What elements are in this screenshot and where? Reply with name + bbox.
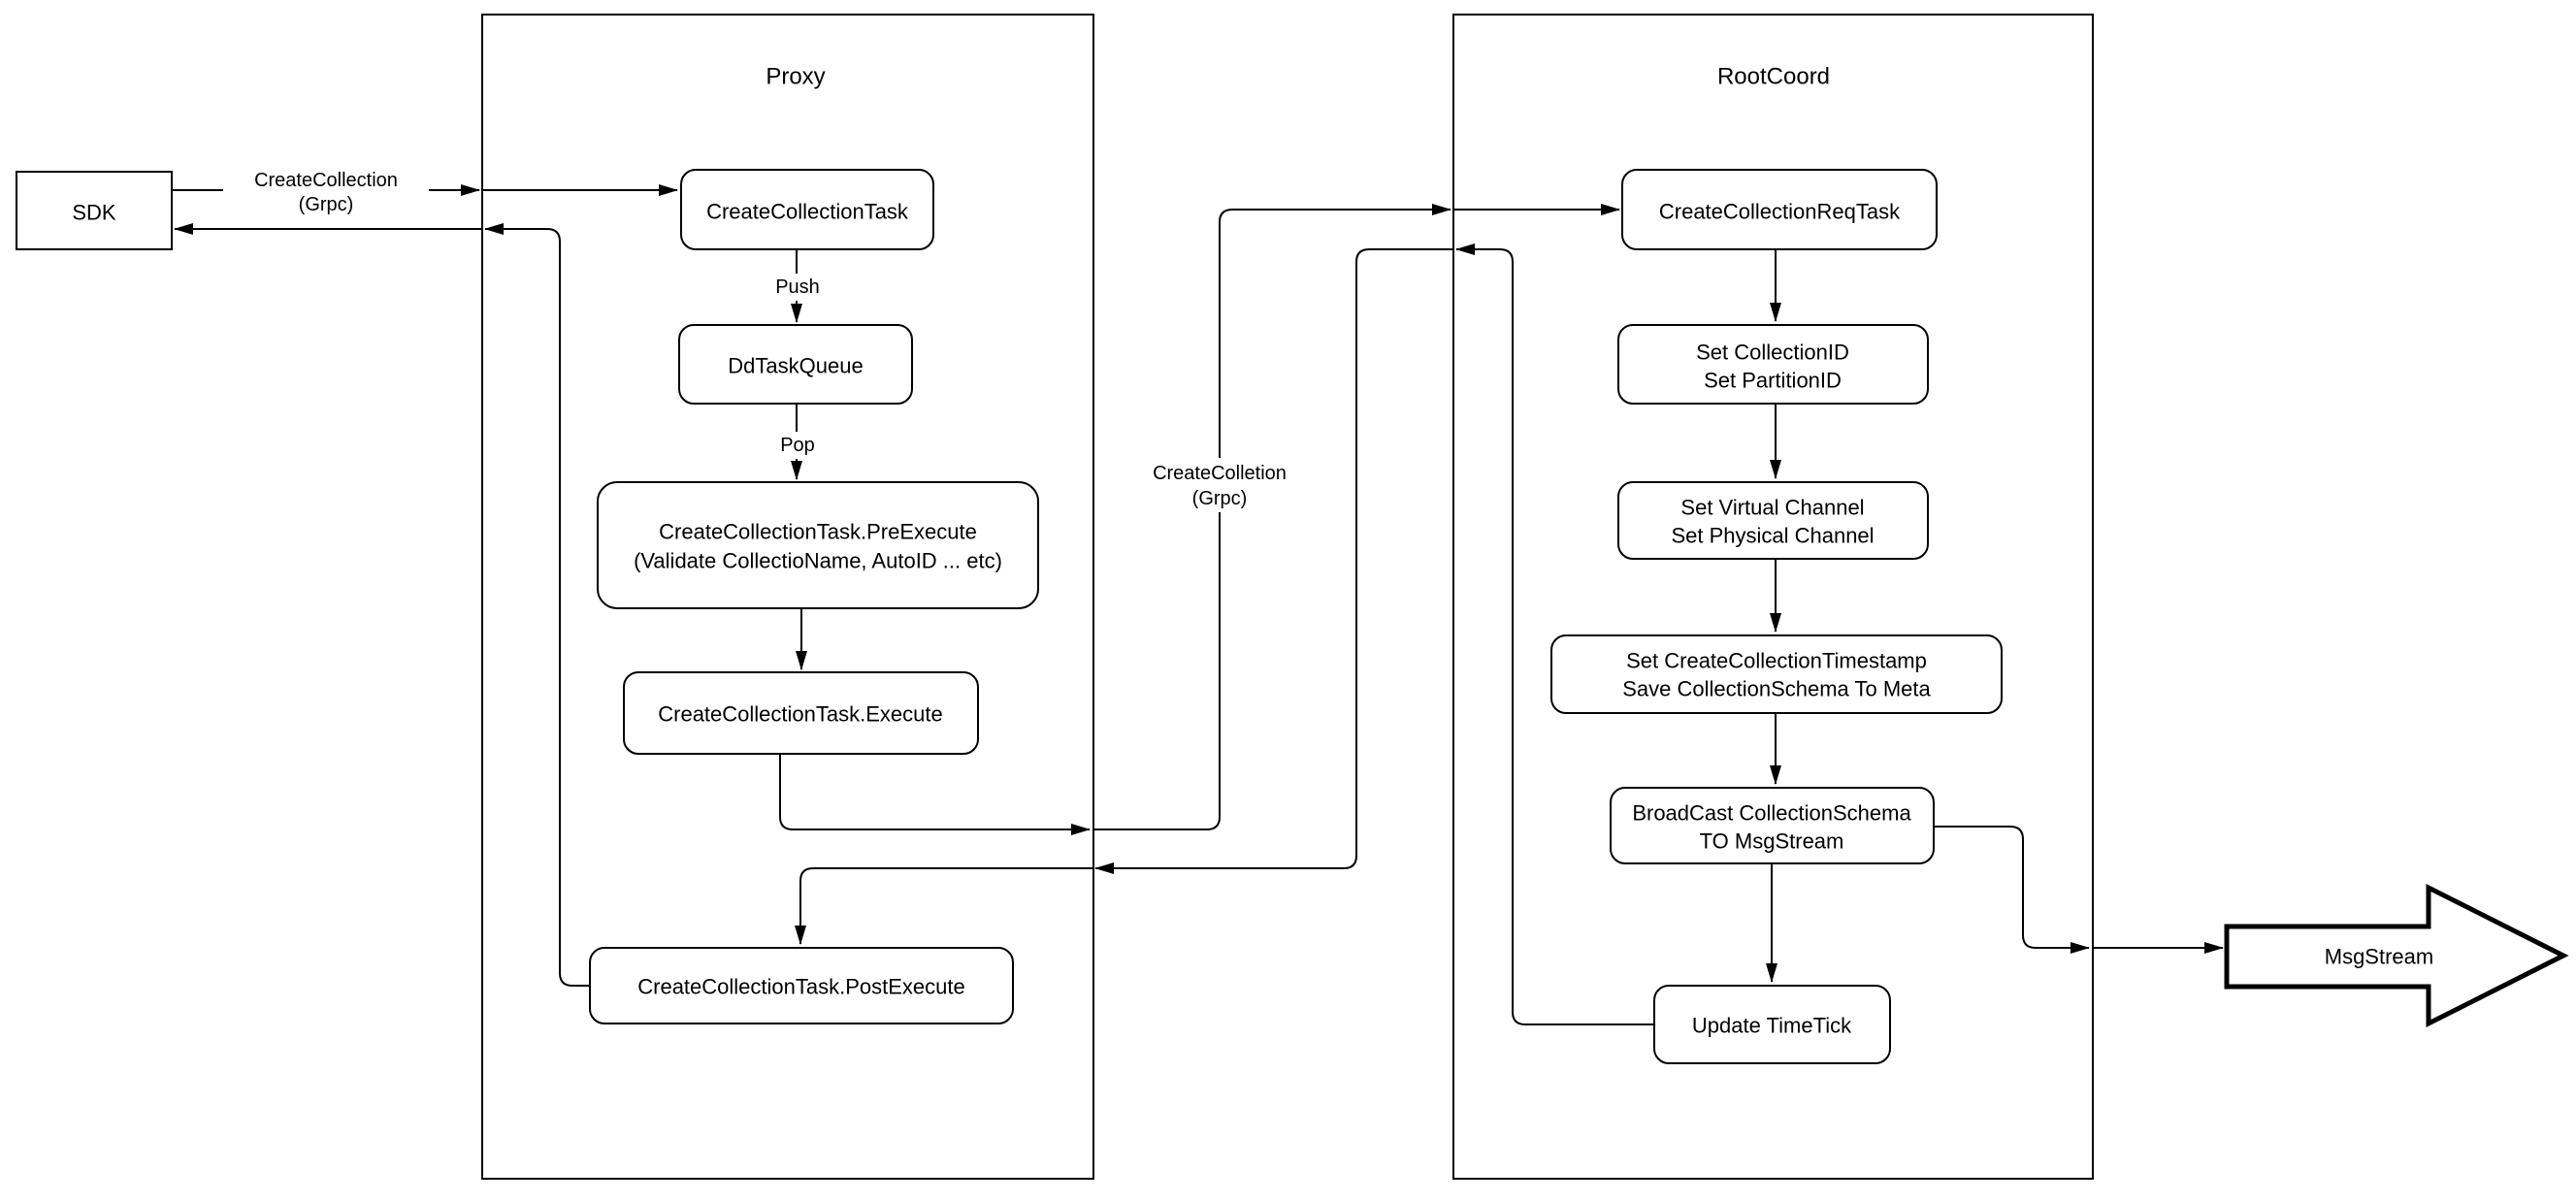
sdk-label: SDK xyxy=(72,201,116,225)
edge-proxy-to-rootcoord-border xyxy=(1092,204,1451,830)
create-collection-req-task-label: CreateCollectionReqTask xyxy=(1659,200,1901,224)
broadcast-label-line1: BroadCast CollectionSchema xyxy=(1632,801,1911,826)
node-execute xyxy=(623,671,979,755)
edge-rootcoord-to-proxy-return xyxy=(1094,248,1453,874)
pop-label: Pop xyxy=(780,435,815,456)
node-post-execute xyxy=(589,947,1014,1024)
node-update-timetick xyxy=(1653,985,1891,1064)
edge-execute-to-proxy-border xyxy=(779,754,1091,835)
pop-label-bg xyxy=(773,432,822,459)
set-ids-label-line2: Set PartitionID xyxy=(1704,369,1842,393)
node-pre-execute xyxy=(597,481,1039,609)
edge-proxy-border-to-postexecute xyxy=(795,867,1092,945)
pre-execute-label-line2: (Validate CollectioName, AutoID ... etc) xyxy=(634,549,1002,573)
broadcast-label-line2: TO MsgStream xyxy=(1700,829,1844,854)
pre-execute-label-line1: CreateCollectionTask.PreExecute xyxy=(659,520,977,544)
shape-msgstream-arrow xyxy=(2224,883,2569,1028)
node-set-collection-partition-id xyxy=(1617,324,1929,405)
proxy-grpc-label-line2: (Grpc) xyxy=(1192,488,1248,509)
set-channels-label-line2: Set Physical Channel xyxy=(1671,524,1874,548)
push-label: Push xyxy=(775,276,820,298)
push-label-bg xyxy=(768,274,825,301)
set-timestamp-label-line1: Set CreateCollectionTimestamp xyxy=(1626,649,1927,673)
node-sdk xyxy=(16,171,173,250)
sdk-grpc-label-line2: (Grpc) xyxy=(299,194,354,215)
node-broadcast-collection-schema xyxy=(1610,787,1935,864)
edge-timetick-to-rootcoord-border xyxy=(1455,244,1654,1025)
container-rootcoord xyxy=(1452,14,2094,1180)
node-create-collection-task xyxy=(680,169,934,250)
proxy-title: Proxy xyxy=(766,64,825,90)
sdk-grpc-label-bg xyxy=(223,166,429,216)
proxy-grpc-label-bg xyxy=(1124,458,1316,512)
sdk-grpc-label-line1: CreateCollection xyxy=(254,170,398,191)
msgstream-label: MsgStream xyxy=(2325,945,2433,969)
proxy-grpc-label-line1: CreateColletion xyxy=(1153,463,1287,484)
node-set-virtual-physical-channel xyxy=(1617,481,1929,560)
set-timestamp-label-line2: Save CollectionSchema To Meta xyxy=(1622,677,1931,701)
container-proxy xyxy=(481,14,1094,1180)
node-dd-task-queue xyxy=(678,324,913,405)
update-timetick-label: Update TimeTick xyxy=(1692,1014,1852,1038)
node-set-timestamp-save-schema xyxy=(1550,634,2003,714)
create-collection-task-label: CreateCollectionTask xyxy=(706,200,909,224)
node-create-collection-req-task xyxy=(1621,169,1938,250)
dd-task-queue-label: DdTaskQueue xyxy=(728,354,863,378)
set-channels-label-line1: Set Virtual Channel xyxy=(1680,496,1864,520)
execute-label: CreateCollectionTask.Execute xyxy=(658,702,942,727)
rootcoord-title: RootCoord xyxy=(1717,64,1830,90)
set-ids-label-line1: Set CollectionID xyxy=(1696,341,1849,365)
edge-broadcast-to-rootcoord-border xyxy=(1934,826,2090,954)
post-execute-label: CreateCollectionTask.PostExecute xyxy=(637,975,965,999)
edge-postexecute-to-proxy-border xyxy=(484,223,590,987)
